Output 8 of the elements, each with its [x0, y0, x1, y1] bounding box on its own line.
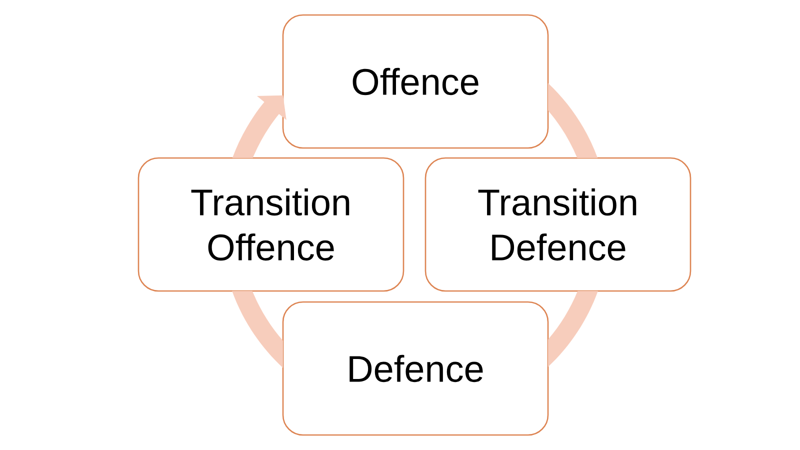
- stage-box: Transition Defence: [424, 157, 692, 292]
- cycle-arc: [548, 291, 598, 367]
- cycle-arc: [548, 83, 598, 158]
- cycle-arrow: [232, 95, 286, 158]
- cycle-arc: [232, 291, 283, 368]
- stage-box: Defence: [282, 301, 549, 436]
- stage-box: Offence: [282, 14, 549, 149]
- stage-box: Transition Offence: [138, 157, 404, 292]
